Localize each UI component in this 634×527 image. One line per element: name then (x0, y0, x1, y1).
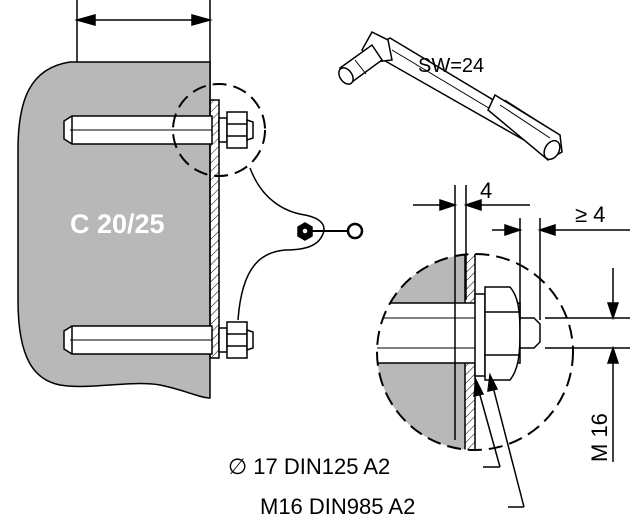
min-protrusion-dimension (492, 218, 630, 320)
concrete-grade-label: C 20/25 (70, 209, 165, 239)
upper-anchor-bolt (63, 111, 254, 149)
detail-marker (297, 222, 364, 241)
washer-callout-leader (473, 377, 501, 468)
lower-anchor-bolt (63, 321, 254, 359)
base-plate (209, 99, 220, 359)
magnified-detail (376, 253, 574, 451)
wrench-size-label: SW=24 (418, 55, 484, 77)
detail-callout-circle (172, 83, 266, 177)
washer-gap-label: 4 (480, 178, 492, 203)
wrench-illustration (338, 31, 563, 161)
min-protrusion-label: ≥ 4 (575, 202, 605, 227)
nut-spec-label: M16 DIN985 A2 (260, 494, 415, 519)
washer-gap-dimension (413, 185, 530, 440)
thread-size-label: M 16 (587, 413, 612, 462)
concrete-body (17, 61, 211, 399)
washer-spec-label: ∅ 17 DIN125 A2 (228, 454, 390, 479)
detail-leader-line (237, 167, 325, 321)
nut-callout-leader (487, 372, 525, 508)
thread-size-dimension (545, 268, 630, 462)
